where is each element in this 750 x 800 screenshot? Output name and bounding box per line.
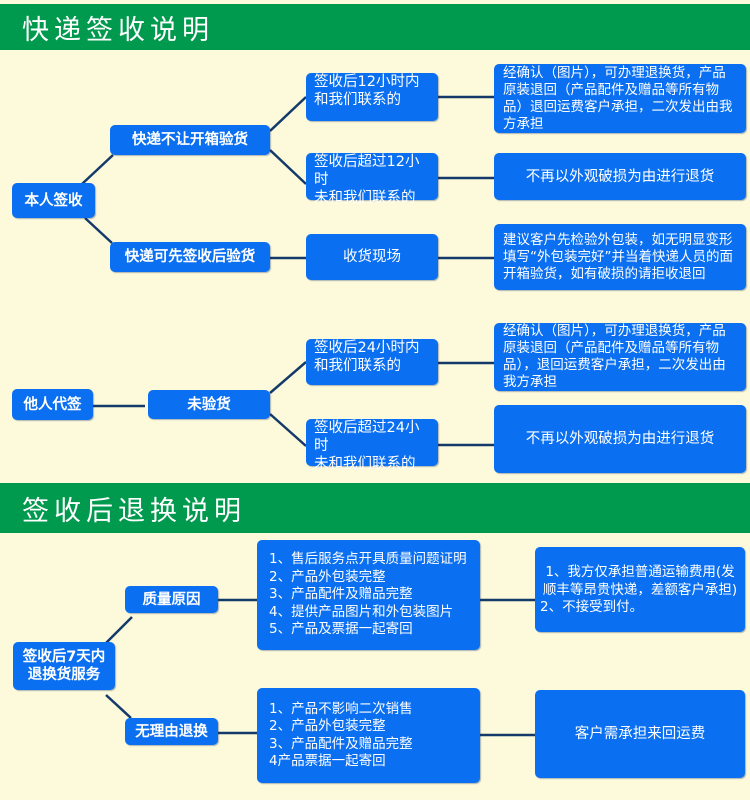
node-sign-then-inspect: 快递可先签收后验货 — [110, 242, 270, 272]
result-text: 经确认（图片），可办理退换货，产品原装退回（产品配件及赠品等所有物品），退回运费… — [503, 323, 726, 390]
node-label-line: 签收后超过24小时 — [314, 420, 420, 454]
node-label-line: 未和我们联系的 — [314, 456, 416, 472]
node-label-line: 退换货服务 — [27, 667, 101, 683]
result-beyond-24h: 不再以外观破损为由进行退货 — [494, 405, 746, 473]
list-item: 1、售后服务点开具质量问题证明 — [269, 551, 467, 568]
node-label: 他人代签 — [23, 396, 82, 413]
section-header-sign-instructions: 快递签收说明 — [0, 4, 750, 50]
quality-result: 1、我方仅承担普通运输费用(发顺丰等昂贵快递，差额客户承担) 2、不接受到付。 — [535, 547, 745, 632]
connector — [269, 361, 307, 394]
node-within-24h: 签收后24小时内 和我们联系的 — [306, 339, 438, 385]
section-header-return-instructions: 签收后退换说明 — [0, 483, 750, 533]
result-within-24h: 经确认（图片），可办理退换货，产品原装退回（产品配件及赠品等所有物品），退回运费… — [494, 323, 746, 391]
connector — [105, 694, 132, 719]
no-reason-conditions-list: 1、产品不影响二次销售 2、产品外包装完整 3、产品配件及赠品完整 4产品票据一… — [257, 688, 480, 783]
node-label: 本人签收 — [24, 192, 83, 209]
node-label: 质量原因 — [142, 591, 201, 608]
list-item: 3、产品配件及赠品完整 — [269, 735, 413, 752]
section-title: 快递签收说明 — [22, 14, 214, 46]
result-beyond-12h: 不再以外观破损为由进行退货 — [494, 153, 746, 200]
list-item: 4、提供产品图片和外包装图片 — [269, 603, 454, 620]
list-item: 2、产品外包装完整 — [269, 568, 386, 585]
result-text: 不再以外观破损为由进行退货 — [525, 168, 715, 185]
node-label: 快递可先签收后验货 — [124, 249, 256, 265]
node-label-line: 和我们联系的 — [314, 358, 401, 374]
list-item: 4产品票据一起寄回 — [269, 753, 386, 769]
connector — [269, 149, 307, 185]
node-self-sign: 本人签收 — [12, 183, 95, 218]
node-proxy-sign: 他人代签 — [12, 389, 93, 420]
node-within-12h: 签收后12小时内 和我们联系的 — [306, 73, 438, 121]
list-item: 3、产品配件及赠品完整 — [269, 586, 413, 603]
result-text: 客户需承担来回运费 — [574, 726, 706, 742]
node-not-inspected: 未验货 — [148, 390, 270, 419]
node-no-reason-return: 无理由退换 — [125, 718, 218, 745]
result-text: 建议客户先检验外包装，如无明显变形填写“外包装完好”并当着快递人员的面开箱验货，… — [503, 231, 733, 282]
node-7day-return: 签收后7天内 退换货服务 — [13, 642, 115, 690]
list-item: 2、产品外包装完整 — [269, 718, 386, 734]
node-label-line: 未和我们联系的 — [314, 190, 416, 206]
result-text: 2、不接受到付。 — [540, 599, 644, 615]
connector — [269, 96, 307, 132]
no-reason-result: 客户需承担来回运费 — [535, 690, 745, 778]
connector — [81, 154, 114, 185]
result-text: 经确认（图片），可办理退换货，产品原装退回（产品配件及赠品等所有物品）退回运费客… — [503, 64, 733, 132]
node-quality-reason: 质量原因 — [125, 586, 218, 613]
result-receipt-scene: 建议客户先检验外包装，如无明显变形填写“外包装完好”并当着快递人员的面开箱验货，… — [494, 224, 746, 290]
node-label: 未验货 — [187, 396, 231, 413]
node-label-line: 和我们联系的 — [314, 92, 401, 108]
node-label-line: 签收后24小时内 — [314, 340, 420, 356]
node-label-line: 签收后7天内 — [22, 649, 106, 665]
list-item: 5、产品及票据一起寄回 — [269, 621, 413, 638]
quality-conditions-list: 1、售后服务点开具质量问题证明 2、产品外包装完整 3、产品配件及赠品完整 4、… — [257, 540, 480, 650]
node-label-line: 签收后12小时内 — [314, 74, 420, 90]
node-beyond-24h: 签收后超过24小时 未和我们联系的 — [306, 419, 438, 472]
result-text: 1、我方仅承担普通运输费用(发顺丰等昂贵快递，差额客户承担) — [542, 564, 738, 598]
node-receipt-scene: 收货现场 — [306, 234, 438, 280]
node-no-open-inspection: 快递不让开箱验货 — [110, 125, 270, 155]
node-label-line: 签收后超过12小时 — [314, 154, 420, 188]
node-beyond-12h: 签收后超过12小时 未和我们联系的 — [306, 153, 438, 206]
connector — [104, 616, 133, 645]
list-item: 1、产品不影响二次销售 — [269, 700, 413, 717]
connector — [269, 413, 307, 447]
node-label: 快递不让开箱验货 — [132, 132, 248, 148]
result-within-12h: 经确认（图片），可办理退换货，产品原装退回（产品配件及赠品等所有物品）退回运费客… — [494, 64, 746, 133]
connector — [84, 217, 113, 244]
result-text: 不再以外观破损为由进行退货 — [525, 431, 715, 447]
node-label: 收货现场 — [343, 249, 401, 265]
section-title: 签收后退换说明 — [22, 495, 246, 527]
node-label: 无理由退换 — [135, 723, 208, 740]
